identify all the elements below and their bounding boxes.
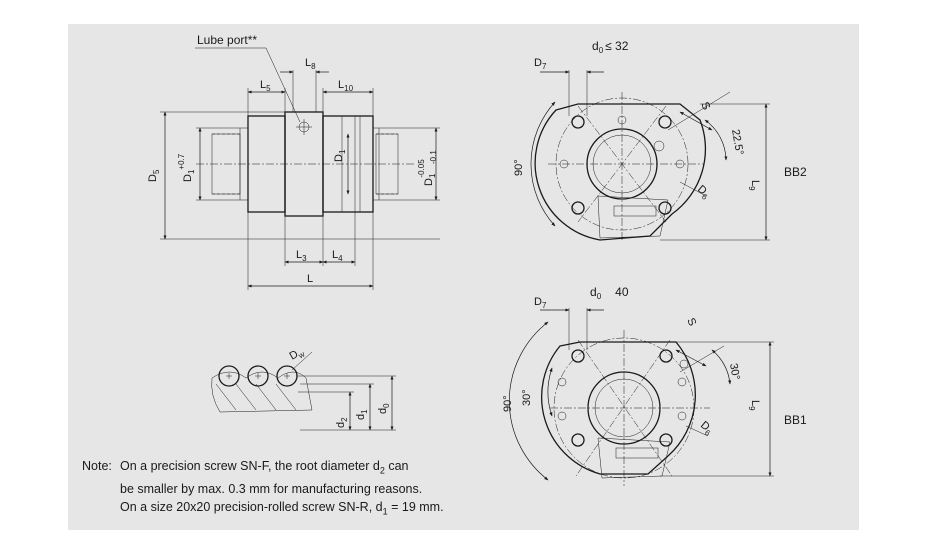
- drawing-panel: [68, 24, 859, 530]
- thread-detail: [211, 351, 396, 431]
- bb1-angle-30-right: 30°: [727, 362, 742, 380]
- bb2-dim-d7: D7: [534, 57, 547, 71]
- bb2-title: d0≤ 32: [592, 39, 629, 55]
- lube-port-label: Lube port**: [197, 33, 257, 47]
- dim-d1-shaft-lower-tol: -0.1: [429, 150, 438, 164]
- side-view: [160, 47, 440, 290]
- bb1-dim-s: S: [684, 316, 698, 328]
- bb1-dim-d6: D6: [697, 419, 716, 438]
- note-line-2-text: be smaller by max. 0.3 mm for manufactur…: [120, 481, 423, 496]
- bb1-end-view: [508, 308, 774, 486]
- bb1-dim-l9: L9: [747, 400, 761, 411]
- note-line-3-sub: 1: [382, 506, 388, 516]
- dim-dw: Dw: [288, 345, 307, 364]
- bb2-label: BB2: [784, 165, 807, 179]
- note-head: Note:: [82, 459, 112, 473]
- bb1-label: BB1: [784, 413, 807, 427]
- bb1-angle-90: 90°: [502, 395, 514, 412]
- note-line-2: be smaller by max. 0.3 mm for manufactur…: [82, 480, 542, 498]
- bb1-dim-d7: D7: [534, 296, 547, 310]
- note-line-3a: On a size 20x20 precision-rolled screw S…: [120, 499, 383, 514]
- note-line-1a: On a precision screw SN-F, the root diam…: [120, 459, 380, 473]
- bb2-angle-90: 90°: [513, 159, 525, 176]
- dim-l: L: [307, 273, 313, 285]
- bb2-dim-d6: D6: [694, 183, 713, 202]
- note-line-3: On a size 20x20 precision-rolled screw S…: [82, 498, 542, 521]
- dim-d5: D5: [147, 169, 161, 182]
- dim-l4: L4: [332, 249, 343, 263]
- dim-d1-tolerance: D1+0.7: [177, 153, 196, 182]
- bb2-dim-s: S: [698, 100, 712, 112]
- dim-d2: d2: [335, 417, 349, 428]
- bb2-dim-l9: L9: [747, 180, 761, 191]
- dim-d0-thread: d0: [377, 403, 391, 414]
- note-line-3b: = 19 mm.: [387, 499, 444, 514]
- dim-d1-thread: d1: [355, 409, 369, 420]
- dim-l8: L8: [305, 57, 316, 71]
- note-line-1b: can: [384, 459, 409, 473]
- bb2-angle-22-5: 22.5°: [729, 128, 745, 156]
- note-line-1: Note: On a precision screw SN-F, the roo…: [82, 457, 542, 480]
- dim-l10: L10: [338, 79, 354, 93]
- dim-l5: L5: [260, 79, 271, 93]
- note-block: Note: On a precision screw SN-F, the roo…: [82, 457, 542, 520]
- dim-d1-inner: D1: [333, 149, 347, 162]
- note-line-1-sub: 2: [379, 465, 385, 476]
- bb2-end-view: [530, 70, 770, 241]
- bb1-angle-30-left: 30°: [521, 389, 533, 406]
- dim-l3: L3: [296, 249, 307, 263]
- dim-d1-shaft: D1-0.05: [417, 159, 437, 186]
